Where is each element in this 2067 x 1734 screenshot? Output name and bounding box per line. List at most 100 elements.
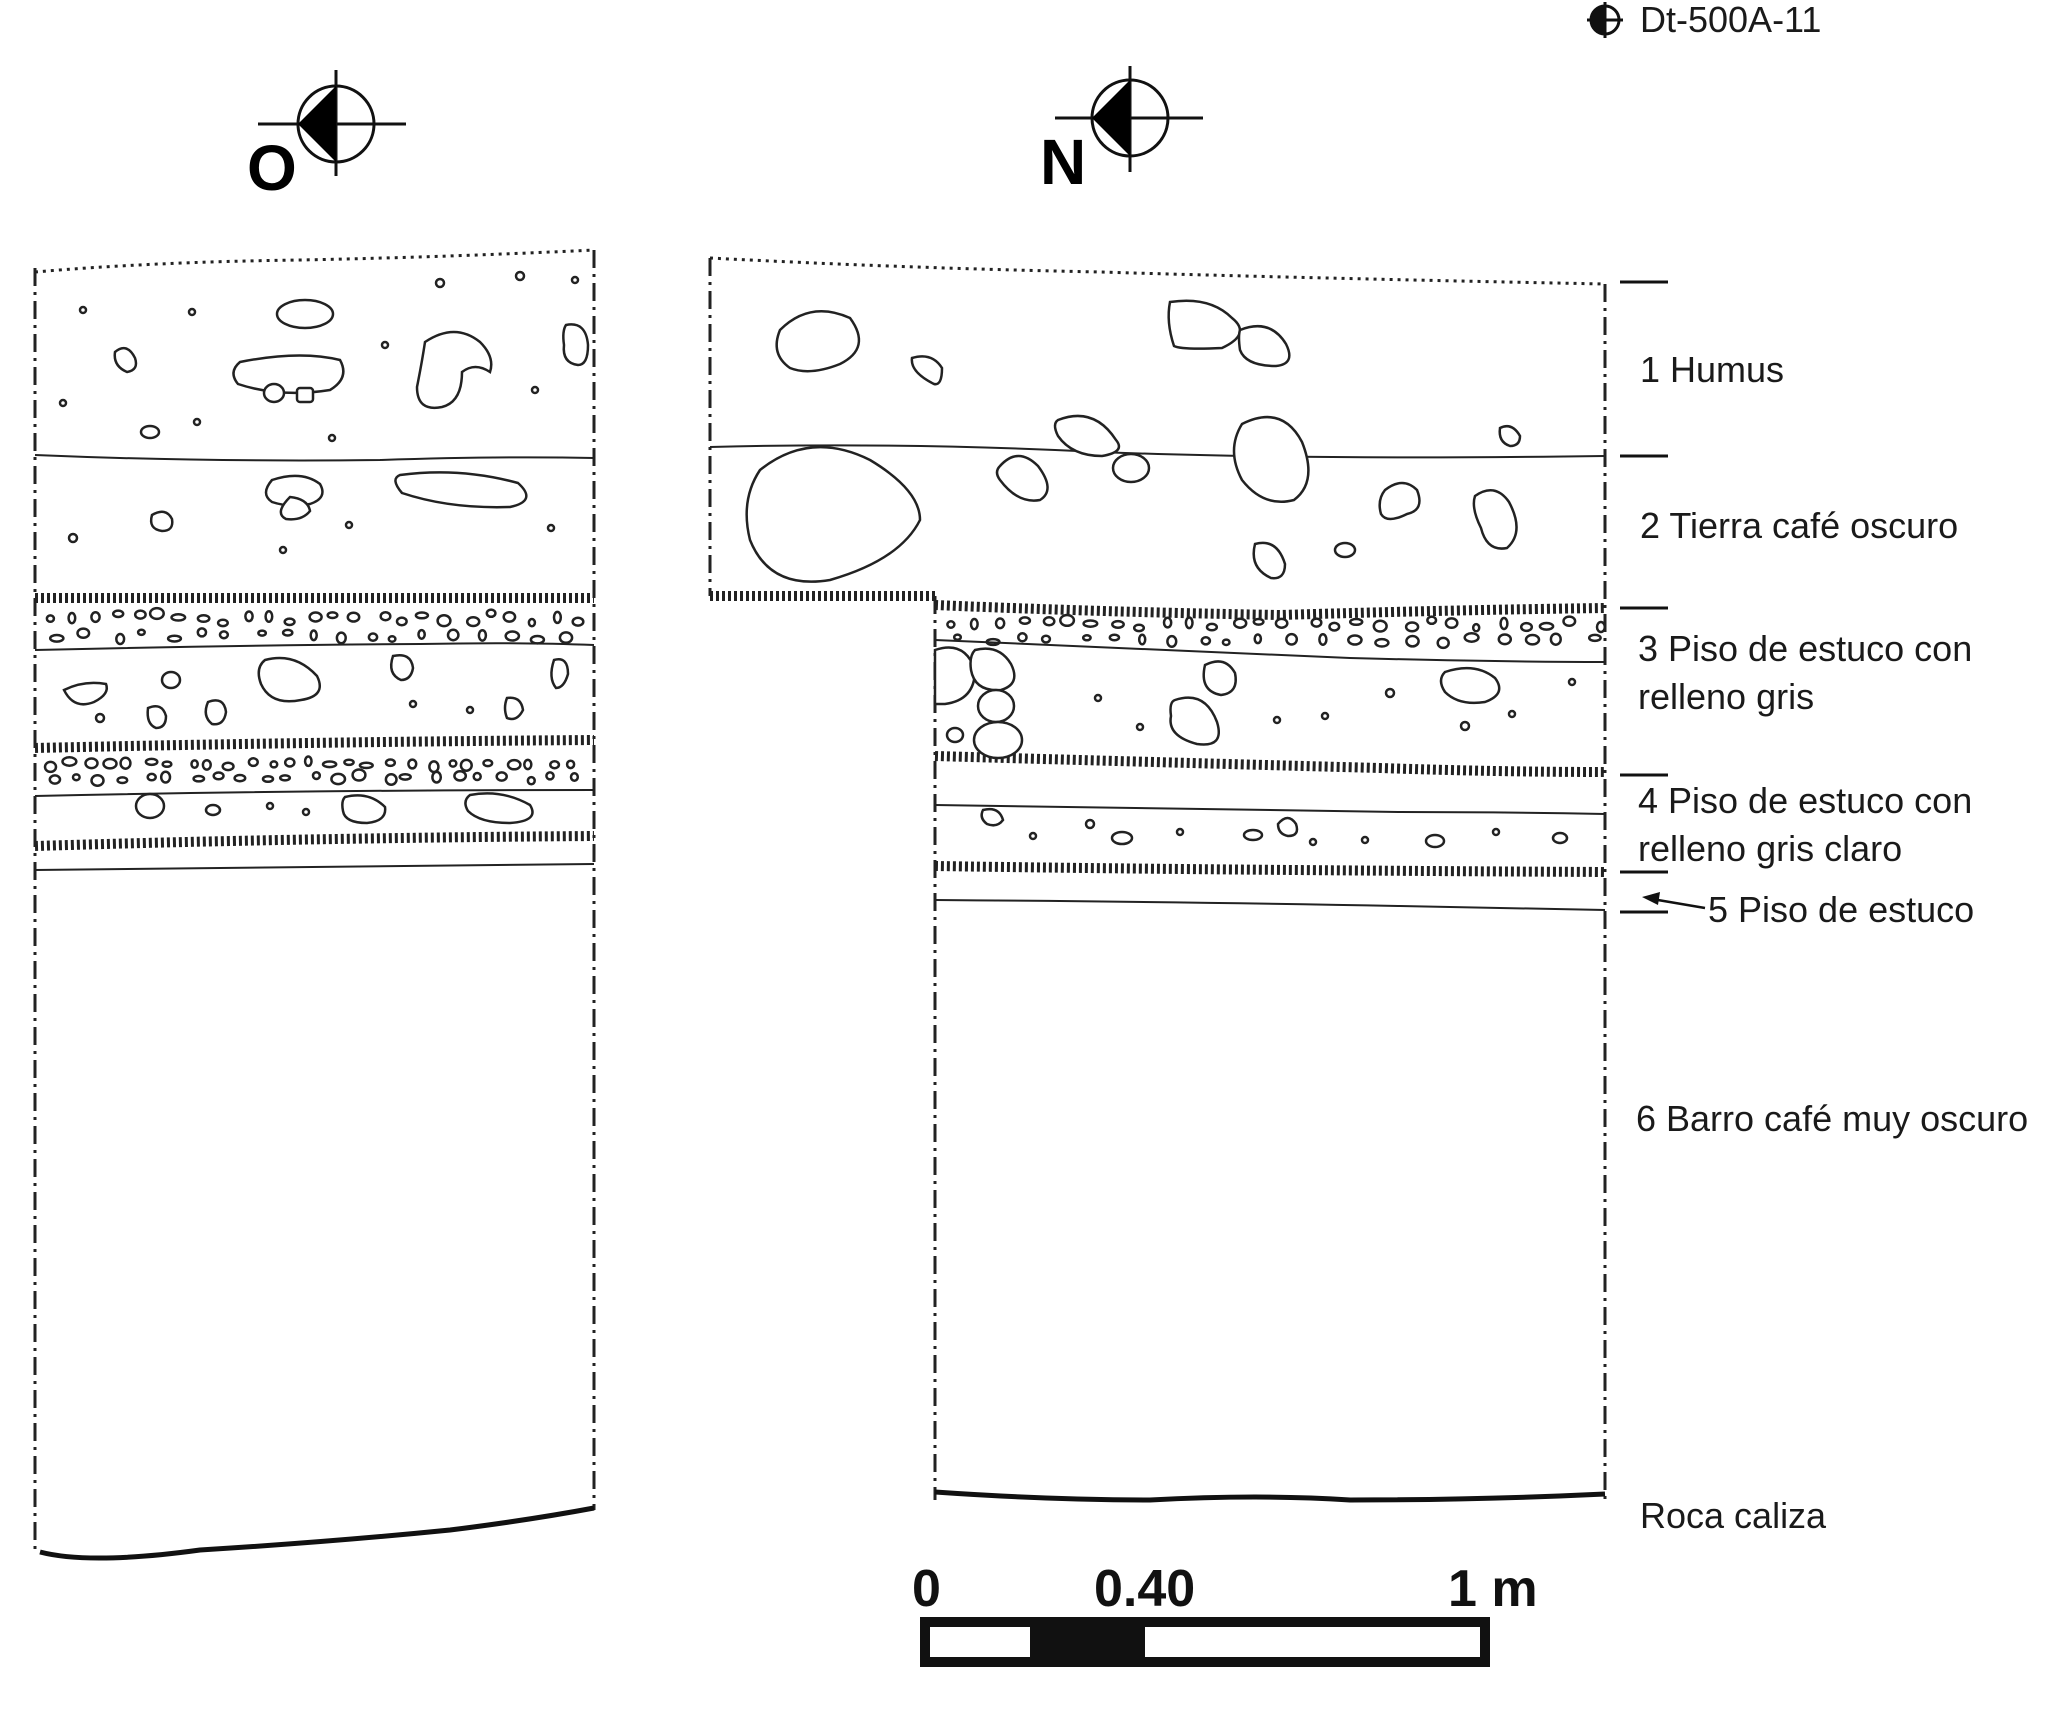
gravel-pebble [477,628,488,642]
gravel-pebble [1018,616,1032,626]
gravel-pebble [1463,632,1480,643]
gravel-pebble [311,770,322,781]
scale-label-040: 0.40 [1094,1560,1195,1618]
gravel-pebble [233,773,247,783]
gravel-pebble [192,774,206,783]
gravel-pebble [346,611,361,623]
gravel-pebble [190,759,199,770]
gravel-pebble [144,757,159,767]
gravel-pebble [43,760,58,774]
gravel-pebble [146,772,157,782]
gravel-pebble [90,773,105,788]
gravel-pebble [428,760,440,774]
gravel-pebble [994,617,1006,630]
gravel-pebble [969,617,979,631]
gravel-pebble [1310,617,1323,628]
gravel-pebble [278,774,292,782]
gravel-pebble [1162,616,1173,629]
gravel-pebble [1549,632,1562,646]
gravel-pebble [1232,617,1248,629]
gravel-pebble [309,629,318,642]
north-profile [708,256,1607,1503]
gravel-pebble [1436,636,1450,650]
gravel-pebble [84,757,99,770]
stratum-1-label: 1 Humus [1640,349,1784,390]
gravel-pebble [529,634,546,645]
stratum-5-pointer-arrow [1642,892,1706,910]
gravel-pebble [502,610,517,623]
gravel-pebble [1328,621,1341,632]
gravel-pebble [398,772,412,781]
gravel-pebble [1372,619,1388,633]
gravel-pebble [102,757,118,770]
gravel-pebble [48,633,65,643]
gravel-pebble [1137,633,1147,646]
gravel-pebble [558,631,574,645]
gravel-pebble [335,631,347,645]
north-arrow-icon [1055,66,1203,172]
bedrock-label: Roca caliza [1640,1495,1827,1536]
gravel-pebble [1499,616,1509,631]
gravel-pebble [1040,634,1052,644]
gravel-pebble [257,629,268,637]
gravel-pebble [283,757,296,768]
gravel-pebble [281,628,294,637]
gravel-pebble [407,758,418,770]
gravel-pebble [1059,613,1076,628]
gravel-pebble [61,756,78,767]
gravel-pebble [247,757,259,768]
gravel-pebble [201,758,212,771]
gravel-pebble [321,760,338,769]
gravel-pebble [472,771,482,782]
stratum-6-label: 6 Barro café muy oscuro [1636,1098,2028,1139]
gravel-pebble [946,620,956,629]
gravel-pebble [244,610,254,623]
gravel-pebble [527,617,537,628]
gravel-pebble [1374,637,1390,648]
gravel-pebble [221,761,235,772]
gravel-pebble [495,771,508,782]
gravel-pebble [1274,617,1289,629]
gravel-pebble [1587,633,1602,643]
gravel-pebble [1082,619,1099,628]
gravel-pebble [526,775,536,786]
gravel-pebble [1497,633,1513,646]
gravel-pebble [1318,633,1328,646]
gravel-pebble [196,627,208,638]
gravel-pebble [384,773,398,786]
gravel-pebble [1017,632,1028,643]
gravel-pebble [417,628,426,640]
stratum-4-label-line2: relleno gris claro [1638,828,1902,869]
gravel-pebble [549,759,561,770]
gravel-pebble [111,609,125,619]
gravel-pebble [395,616,408,627]
north-gravel-fill [946,613,1607,650]
gravel-pebble [482,758,494,768]
gravel-pebble [465,615,481,628]
gravel-pebble [545,771,555,781]
gravel-pebble [326,611,339,620]
gravel-pebble [379,610,392,622]
drawing-id-marker [1587,2,1623,38]
gravel-pebble [387,635,397,643]
gravel-pebble [436,614,452,628]
gravel-pebble [384,758,397,768]
gravel-pebble [1444,617,1459,630]
gravel-pebble [1252,617,1265,626]
gravel-pebble [1042,616,1056,627]
gravel-pebble [1221,638,1231,647]
gravel-pebble [453,770,468,782]
gravel-pebble [1200,635,1212,646]
stratum-3-label-line2: relleno gris [1638,676,1814,717]
gravel-pebble [1405,634,1420,648]
gravel-pebble [48,774,62,785]
gravel-pebble [1111,619,1125,629]
gravel-pebble [1253,633,1263,645]
gravel-pebble [71,773,81,782]
west-north-arrow-icon [258,70,406,176]
gravel-pebble [448,759,458,768]
stratum-ticks [1620,280,1668,914]
gravel-pebble [358,761,374,770]
gravel-pebble [1519,621,1534,633]
gravel-pebble [367,632,379,642]
